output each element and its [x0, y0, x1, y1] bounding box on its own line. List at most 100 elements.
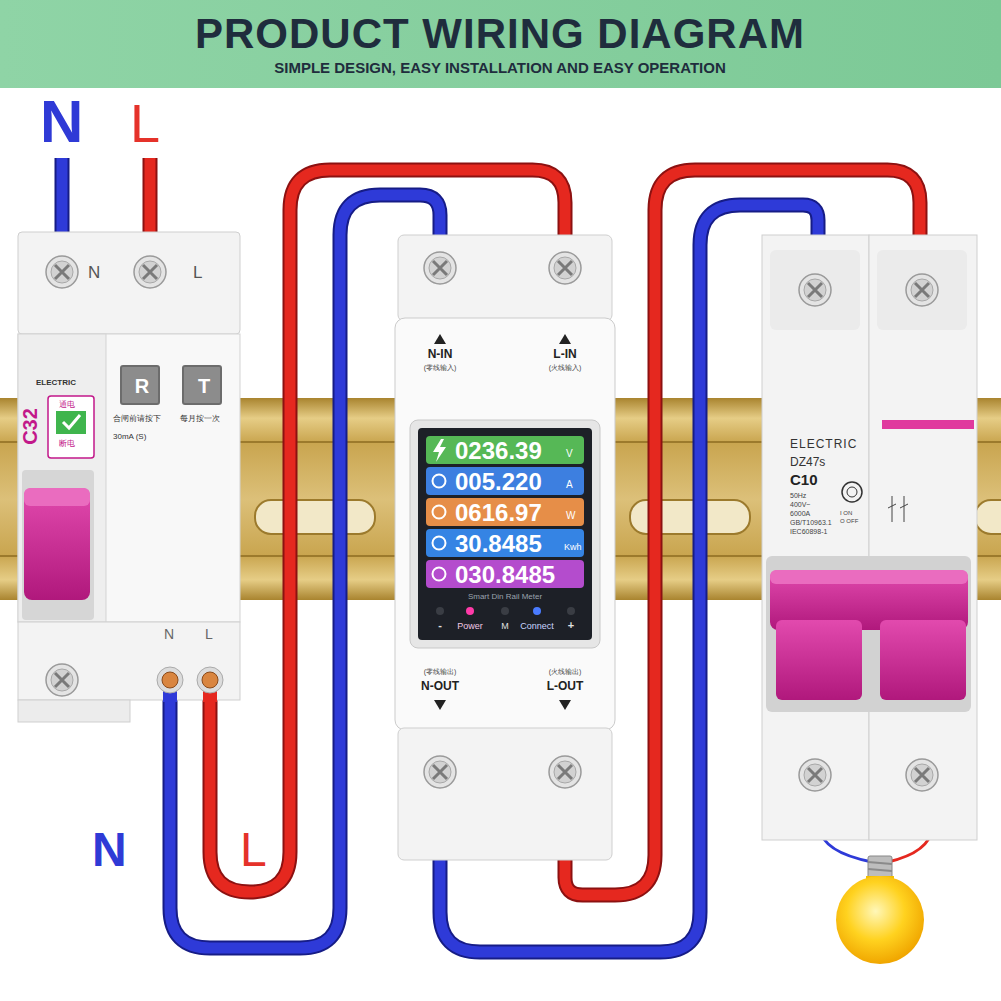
lcd-screen: 0236.39V005.220A0616.97W30.8485Kwh030.84…	[418, 428, 592, 640]
live-wire	[565, 170, 920, 895]
mcb-body	[762, 235, 977, 840]
rcbo-body	[24, 488, 90, 600]
mcb-body	[877, 250, 967, 330]
meter-body	[426, 467, 584, 495]
wire-letter: L	[240, 826, 267, 874]
rcbo-body	[18, 334, 106, 622]
rcbo-body	[18, 232, 240, 334]
wire-letter: L	[130, 96, 160, 150]
button-label: +	[568, 619, 574, 632]
meter-body	[433, 537, 446, 550]
model-label: DZ47s	[790, 456, 825, 470]
meter-reading: 0616.97	[455, 499, 542, 527]
mcb-body	[906, 759, 938, 791]
terminal-label: L-IN	[553, 348, 576, 362]
spec-text: 400V~	[790, 501, 810, 509]
meter-body	[559, 700, 571, 710]
rcbo-body	[22, 470, 94, 620]
terminal-note: (火线输入)	[549, 364, 582, 372]
unit-label: A	[566, 479, 573, 491]
meter-body	[567, 607, 575, 615]
meter-body	[426, 498, 584, 526]
rcbo-body	[162, 672, 178, 688]
light-bulb	[836, 856, 924, 964]
mcb-body	[770, 250, 860, 330]
rcbo-body	[202, 672, 218, 688]
unit-label: W	[566, 510, 575, 522]
meter-body	[549, 756, 581, 788]
screen-brand: Smart Din Rail Meter	[468, 592, 542, 601]
meter-body	[395, 235, 615, 860]
meter-reading: 30.8485	[455, 530, 542, 558]
meter-body	[466, 607, 474, 615]
title-bar	[0, 0, 1001, 88]
rcbo-body	[46, 664, 78, 696]
brand-label: ELECTRIC	[36, 378, 76, 387]
terminal-label: L	[205, 626, 213, 642]
meter-body	[424, 252, 456, 284]
brand-label: ELECTRIC	[790, 438, 857, 452]
mcb-body	[882, 420, 974, 429]
rating-label: C32	[19, 408, 42, 445]
rcbo-body	[56, 411, 86, 434]
din-rail	[255, 500, 375, 534]
meter-body	[426, 529, 584, 557]
meter-body	[398, 235, 612, 321]
rcbo-body	[46, 256, 78, 288]
light-bulb	[836, 876, 924, 964]
spec-text: GB/T10963.1	[790, 519, 832, 527]
status-label: 断电	[59, 439, 75, 448]
meter-body	[434, 334, 446, 344]
mcb-body	[906, 274, 938, 306]
wire-letter: N	[40, 92, 83, 152]
terminal-note: (零线输入)	[424, 364, 457, 372]
instruction-note: 合闸前请按下	[113, 414, 161, 423]
meter-body	[418, 428, 592, 640]
din-rail	[975, 500, 1001, 534]
status-label: 通电	[59, 400, 75, 409]
subtitle: SIMPLE DESIGN, EASY INSTALLATION AND EAS…	[274, 59, 725, 76]
mcb-body	[776, 620, 862, 700]
mcb-body	[799, 759, 831, 791]
meter-body	[559, 334, 571, 344]
meter-body	[434, 700, 446, 710]
terminal-label: N	[88, 263, 100, 283]
terminal-label: N	[164, 626, 174, 642]
meter-body	[395, 318, 615, 730]
meter-body	[433, 475, 446, 488]
rcbo-body	[18, 700, 130, 722]
rcbo-body	[134, 256, 166, 288]
terminal-note: (零线输出)	[424, 668, 457, 676]
rcbo-body	[197, 667, 223, 693]
light-bulb	[868, 856, 892, 878]
spec-text: 50Hz	[790, 492, 806, 500]
meter-body	[501, 607, 509, 615]
button-label: M	[501, 621, 509, 631]
unit-label: Kwh	[564, 542, 582, 552]
mcb-body	[847, 487, 857, 497]
terminal-label: L-OUT	[547, 680, 584, 694]
unit-label: V	[566, 448, 573, 460]
meter-body	[436, 607, 444, 615]
switch-mark: I ON	[840, 510, 852, 517]
diagram-title: PRODUCT WIRING DIAGRAM	[195, 10, 805, 58]
mcb-body	[842, 482, 862, 502]
mcb-body	[770, 570, 968, 584]
live-wire	[565, 170, 920, 895]
spec-text: IEC60898-1	[790, 528, 827, 536]
light-bulb	[868, 869, 892, 871]
rcbo-body	[18, 232, 240, 722]
meter-body	[424, 756, 456, 788]
meter-body	[426, 560, 584, 588]
live-wire	[565, 170, 920, 895]
button-label: R	[135, 375, 149, 398]
mcb-body	[766, 556, 971, 712]
button-label: Connect	[520, 621, 554, 631]
mcb-body	[869, 235, 977, 840]
meter-reading: 030.8485	[455, 561, 555, 589]
rcbo-body	[24, 488, 90, 506]
spec-text: 6000A	[790, 510, 810, 518]
meter-body	[398, 728, 612, 860]
button-label: -	[438, 619, 442, 632]
meter-reading: 005.220	[455, 468, 542, 496]
